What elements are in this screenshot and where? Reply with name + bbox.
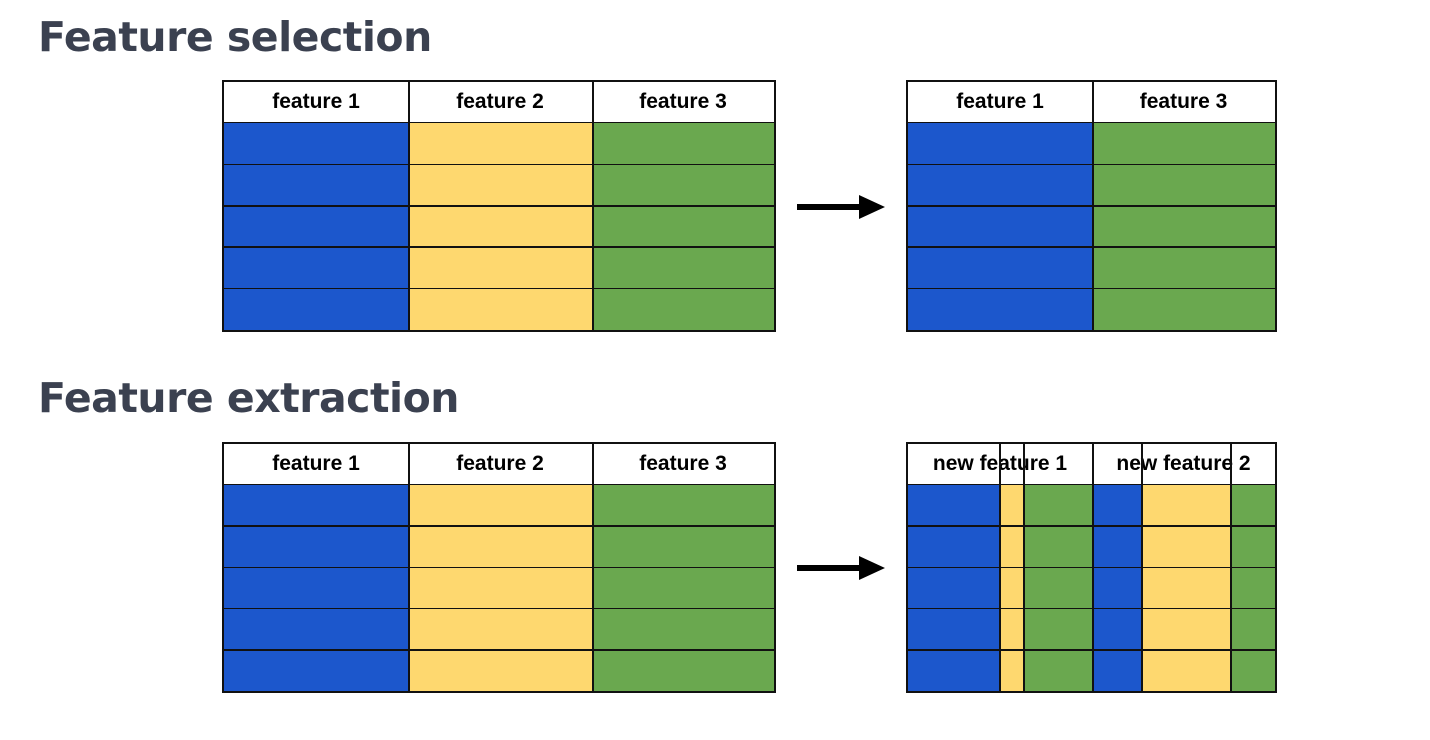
- row-divider: [908, 246, 1275, 248]
- column-header: feature 1: [272, 452, 360, 475]
- section-title-feature-selection: Feature selection: [38, 13, 432, 61]
- mix-segment-green: [1230, 485, 1275, 691]
- column-blue: [224, 123, 408, 330]
- row-divider: [908, 163, 1275, 166]
- mix-segment-green: [1023, 485, 1092, 691]
- row-divider: [224, 246, 774, 248]
- mix-segment-yellow: [999, 485, 1023, 691]
- right-arrow-icon: [797, 556, 885, 580]
- row-divider: [908, 649, 1275, 651]
- column-header: new feature 2: [1116, 452, 1251, 475]
- column-header: feature 2: [456, 452, 544, 475]
- section-title-feature-extraction: Feature extraction: [38, 374, 459, 422]
- column-yellow: [408, 123, 592, 330]
- row-divider: [224, 163, 774, 166]
- row-divider: [224, 287, 774, 290]
- column-header: feature 3: [1139, 90, 1228, 113]
- row-divider: [908, 566, 1275, 569]
- mix-segment-blue: [908, 485, 999, 691]
- column-yellow: [408, 485, 592, 691]
- table-header-row: feature 1 feature 2 feature 3: [224, 444, 774, 485]
- row-divider: [224, 205, 774, 207]
- column-green: [592, 123, 774, 330]
- selection-input-table: feature 1 feature 2 feature 3: [222, 80, 776, 332]
- mix-segment-yellow: [1141, 485, 1230, 691]
- column-header: feature 2: [456, 90, 544, 113]
- column-header: feature 3: [639, 452, 727, 475]
- column-blue: [908, 123, 1092, 330]
- table-header-row: feature 1 feature 3: [908, 82, 1275, 123]
- row-divider: [224, 525, 774, 527]
- row-divider: [908, 607, 1275, 610]
- right-arrow-icon: [797, 195, 885, 219]
- extraction-output-table: new feature 1 new feature 2: [906, 442, 1277, 693]
- column-green: [1092, 123, 1275, 330]
- row-divider: [224, 649, 774, 651]
- table-header-row: feature 1 feature 2 feature 3: [224, 82, 774, 123]
- column-header: feature 1: [956, 90, 1044, 113]
- mix-segment-blue: [1092, 485, 1141, 691]
- row-divider: [908, 287, 1275, 290]
- row-divider: [908, 205, 1275, 207]
- column-blue: [224, 485, 408, 691]
- column-header: feature 1: [272, 90, 360, 113]
- column-green: [592, 485, 774, 691]
- column-header: feature 3: [639, 90, 727, 113]
- row-divider: [224, 566, 774, 569]
- row-divider: [908, 525, 1275, 527]
- selection-output-table: feature 1 feature 3: [906, 80, 1277, 332]
- extraction-input-table: feature 1 feature 2 feature 3: [222, 442, 776, 693]
- row-divider: [224, 607, 774, 610]
